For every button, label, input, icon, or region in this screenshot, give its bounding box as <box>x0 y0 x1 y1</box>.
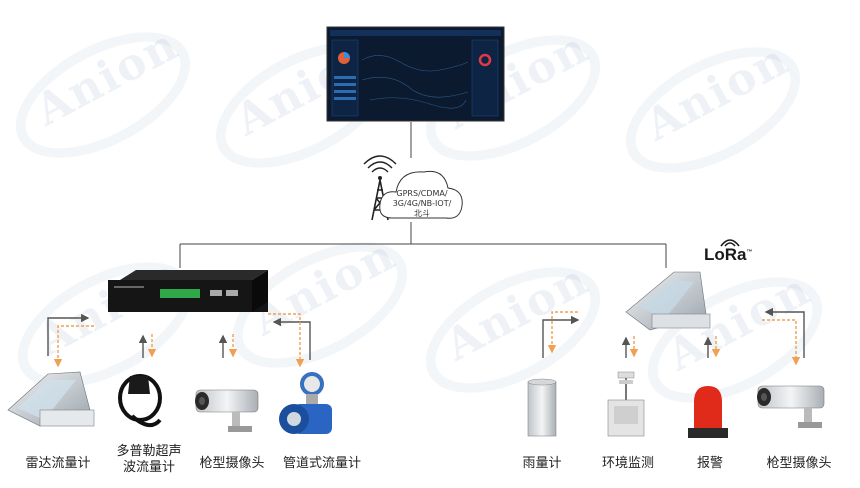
device-label: 雨量计 <box>512 456 572 472</box>
device-label: 管道式流量计 <box>276 456 368 472</box>
camera-left-link <box>223 334 233 358</box>
bullet-camera-icon <box>757 386 824 428</box>
camera-right-link <box>762 312 804 364</box>
device-label: 环境监测 <box>590 456 666 472</box>
environment-station-icon <box>608 372 644 436</box>
environment-link <box>626 336 634 358</box>
device-label-line1: 多普勒超声 <box>104 444 194 460</box>
rain-link <box>543 312 578 358</box>
lora-logo-text: LoRa <box>704 245 747 264</box>
lora-gateway-icon <box>626 272 710 330</box>
bullet-camera-icon <box>195 390 258 432</box>
alarm-link <box>708 336 716 358</box>
network-label-line2: 3G/4G/NB-IOT/ <box>382 199 462 209</box>
device-label-line2: 波流量计 <box>104 460 194 476</box>
device-label: 枪型摄像头 <box>756 456 842 472</box>
rain-gauge-icon <box>528 379 556 436</box>
doppler-sensor-icon <box>120 376 160 425</box>
lora-logo: LoRa™ <box>704 245 753 265</box>
device-label: 枪型摄像头 <box>190 456 274 472</box>
rtu-terminal-icon <box>108 270 268 312</box>
monitoring-platform-screen <box>327 27 504 121</box>
device-label: 报警 <box>690 456 730 472</box>
lora-trademark: ™ <box>747 249 753 255</box>
device-label: 多普勒超声 波流量计 <box>104 444 194 476</box>
device-label: 雷达流量计 <box>18 456 98 472</box>
radar-link <box>48 318 94 366</box>
radar-flowmeter-icon <box>8 372 94 426</box>
alarm-light-icon <box>688 386 728 438</box>
network-label-line3: 北斗 <box>382 209 462 219</box>
pipe-flowmeter-icon <box>279 374 332 434</box>
network-label-line1: GPRS/CDMA/ <box>382 189 462 199</box>
network-label: GPRS/CDMA/ 3G/4G/NB-IOT/ 北斗 <box>382 189 462 219</box>
doppler-link <box>143 334 152 358</box>
pipe-link <box>268 314 310 366</box>
